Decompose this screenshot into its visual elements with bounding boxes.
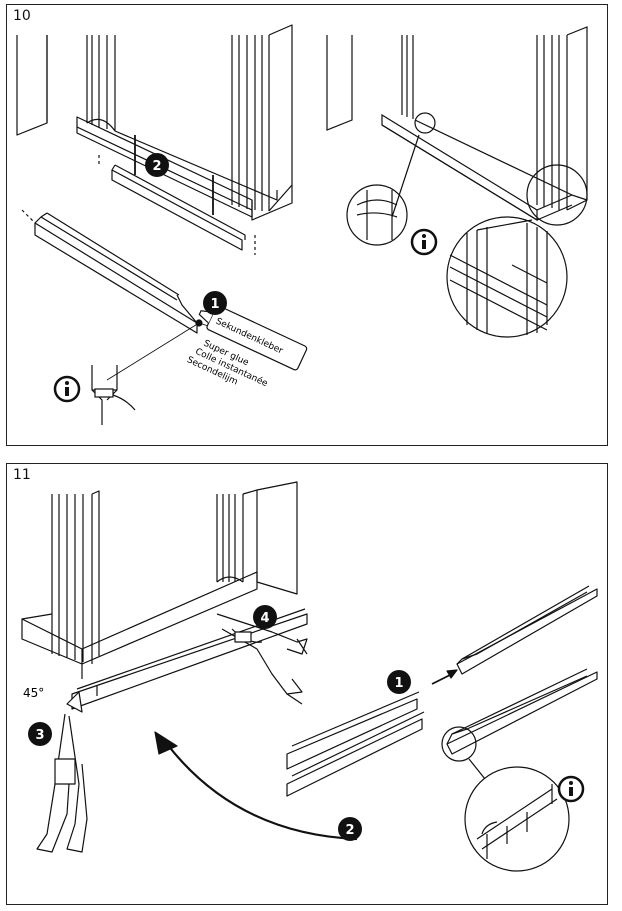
profile-strip-lower [446, 668, 598, 755]
step-10-illustration: Sekundenkleber Super glue Colle instanta… [16, 24, 588, 425]
callout-badge-2: 2 [338, 817, 362, 841]
clamp-detail [91, 365, 136, 425]
callout-badge-3: 3 [28, 722, 52, 746]
info-icon [410, 228, 438, 256]
step-10-right-scene [326, 26, 588, 338]
left-wall [16, 35, 48, 136]
step-11-illustration: 45° 3 4 1 2 [21, 481, 598, 872]
door-profile-right [216, 481, 298, 595]
svg-text:3: 3 [35, 728, 44, 743]
callout-badge-4: 4 [253, 605, 277, 629]
svg-text:4: 4 [260, 611, 269, 626]
seal-strip-pair [286, 691, 425, 797]
info-icon [53, 375, 81, 403]
step-number: 11 [13, 467, 31, 483]
callout-badge-2: 2 [145, 153, 169, 177]
callout-badge-1: 1 [387, 670, 411, 694]
svg-text:1: 1 [210, 297, 219, 312]
info-icon [557, 775, 585, 803]
angle-label: 45° [23, 686, 44, 700]
door-profile-left [51, 490, 100, 664]
svg-text:2: 2 [345, 823, 354, 838]
svg-text:2: 2 [152, 159, 161, 174]
seal-strip-upper [111, 164, 246, 251]
nibbling-pliers [216, 613, 308, 705]
step-number: 10 [13, 8, 31, 24]
cutting-pliers [36, 713, 88, 853]
callout-badge-1: 1 [203, 291, 227, 315]
door-profile-left [86, 35, 116, 132]
seal-strip-lower [34, 212, 198, 334]
rotation-arrow [166, 743, 358, 841]
step-10-panel: 10 [6, 4, 608, 446]
svg-text:1: 1 [394, 676, 403, 691]
profile-strip-upper [456, 585, 598, 675]
step-11-panel: 11 [6, 463, 608, 905]
door-profile-right [231, 24, 293, 212]
